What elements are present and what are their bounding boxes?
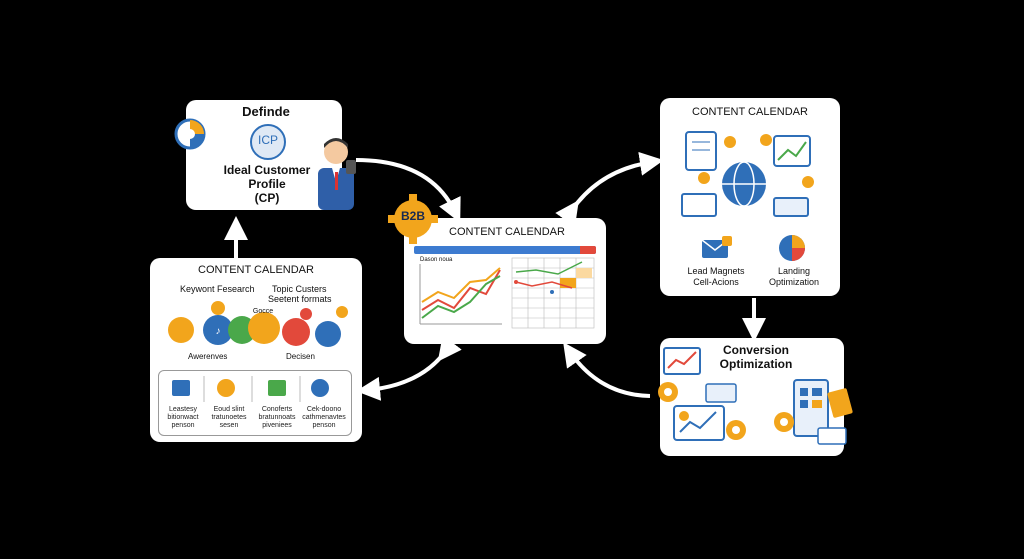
tile-3-line-2: bratunnoats bbox=[258, 414, 296, 421]
chart-caption: Dason noua bbox=[420, 257, 453, 263]
research-heading: CONTENT CALENDAR bbox=[198, 264, 314, 276]
svg-text:♪: ♪ bbox=[216, 326, 221, 337]
tile-1-line-1: Leastesy bbox=[168, 406, 198, 413]
icp-title-line-3: (CP) bbox=[254, 191, 280, 205]
tile-1-line-3: penson bbox=[171, 422, 195, 429]
calendar-grid-graphic bbox=[511, 257, 595, 329]
center-heading: CONTENT CALENDAR bbox=[449, 226, 565, 238]
tile-icons bbox=[172, 376, 329, 402]
lead-magnets-label: Lead Magnets bbox=[687, 266, 745, 276]
icp-title-line-1: Ideal Customer bbox=[223, 163, 311, 177]
content-formats-label: Seetent formats bbox=[268, 294, 332, 304]
keyword-research-label: Keywont Fesearch bbox=[180, 284, 255, 294]
define-heading: Definde bbox=[242, 104, 290, 119]
arrow-center-right-top bbox=[555, 151, 664, 227]
businessman-icon bbox=[318, 138, 356, 210]
tile-4-line-1: Cek-doono bbox=[306, 406, 342, 413]
tile-1-line-2: bitionwact bbox=[167, 414, 199, 421]
arrow-center-research bbox=[356, 335, 462, 401]
arrow-rightbottom-to-center bbox=[563, 342, 651, 398]
tile-2-line-3: sesen bbox=[219, 422, 239, 429]
landing-optimization-label: Optimization bbox=[768, 277, 820, 287]
conversion-graphic bbox=[658, 347, 853, 445]
calendar-header-bar bbox=[414, 246, 596, 254]
conversion-title-line-2: Optimization bbox=[719, 357, 793, 371]
stage-awareness-label: Awerenves bbox=[188, 352, 228, 361]
topic-clusters-label: Topic Custers bbox=[272, 284, 327, 294]
landing-pie-icon bbox=[779, 235, 805, 261]
tile-3-line-1: Conoferts bbox=[261, 406, 293, 413]
gear-icon bbox=[388, 194, 438, 244]
envelope-icon bbox=[701, 236, 732, 258]
tile-2-line-1: Eoud slint bbox=[213, 406, 245, 413]
bubble-caption: Gocce bbox=[252, 308, 274, 315]
tile-3-line-3: piveniees bbox=[262, 422, 292, 429]
icp-badge bbox=[250, 124, 286, 160]
icp-title-line-2: Profile bbox=[248, 177, 286, 191]
pie-chart-icon bbox=[174, 118, 206, 150]
conversion-title-line-1: Conversion bbox=[722, 343, 789, 357]
landing-label: Landing bbox=[777, 266, 811, 276]
funnel-bubbles-graphic: ♪ bbox=[168, 301, 348, 347]
arrow-define-to-center bbox=[355, 158, 461, 223]
right-top-heading: CONTENT CALENDAR bbox=[692, 106, 808, 118]
line-chart-graphic bbox=[419, 264, 502, 325]
calendar-header-accent bbox=[580, 246, 596, 254]
icp-badge-label: ICP bbox=[257, 133, 278, 147]
lead-gen-graphic bbox=[681, 131, 814, 217]
tile-4-line-3: penson bbox=[312, 422, 336, 429]
tile-2-line-2: tratunoetes bbox=[211, 414, 247, 421]
b2b-badge: B2B bbox=[400, 209, 425, 223]
call-actions-label: Cell-Acions bbox=[693, 277, 739, 287]
tile-4-line-2: cathmenavtes bbox=[302, 414, 346, 421]
stage-decision-label: Decisen bbox=[286, 352, 315, 361]
